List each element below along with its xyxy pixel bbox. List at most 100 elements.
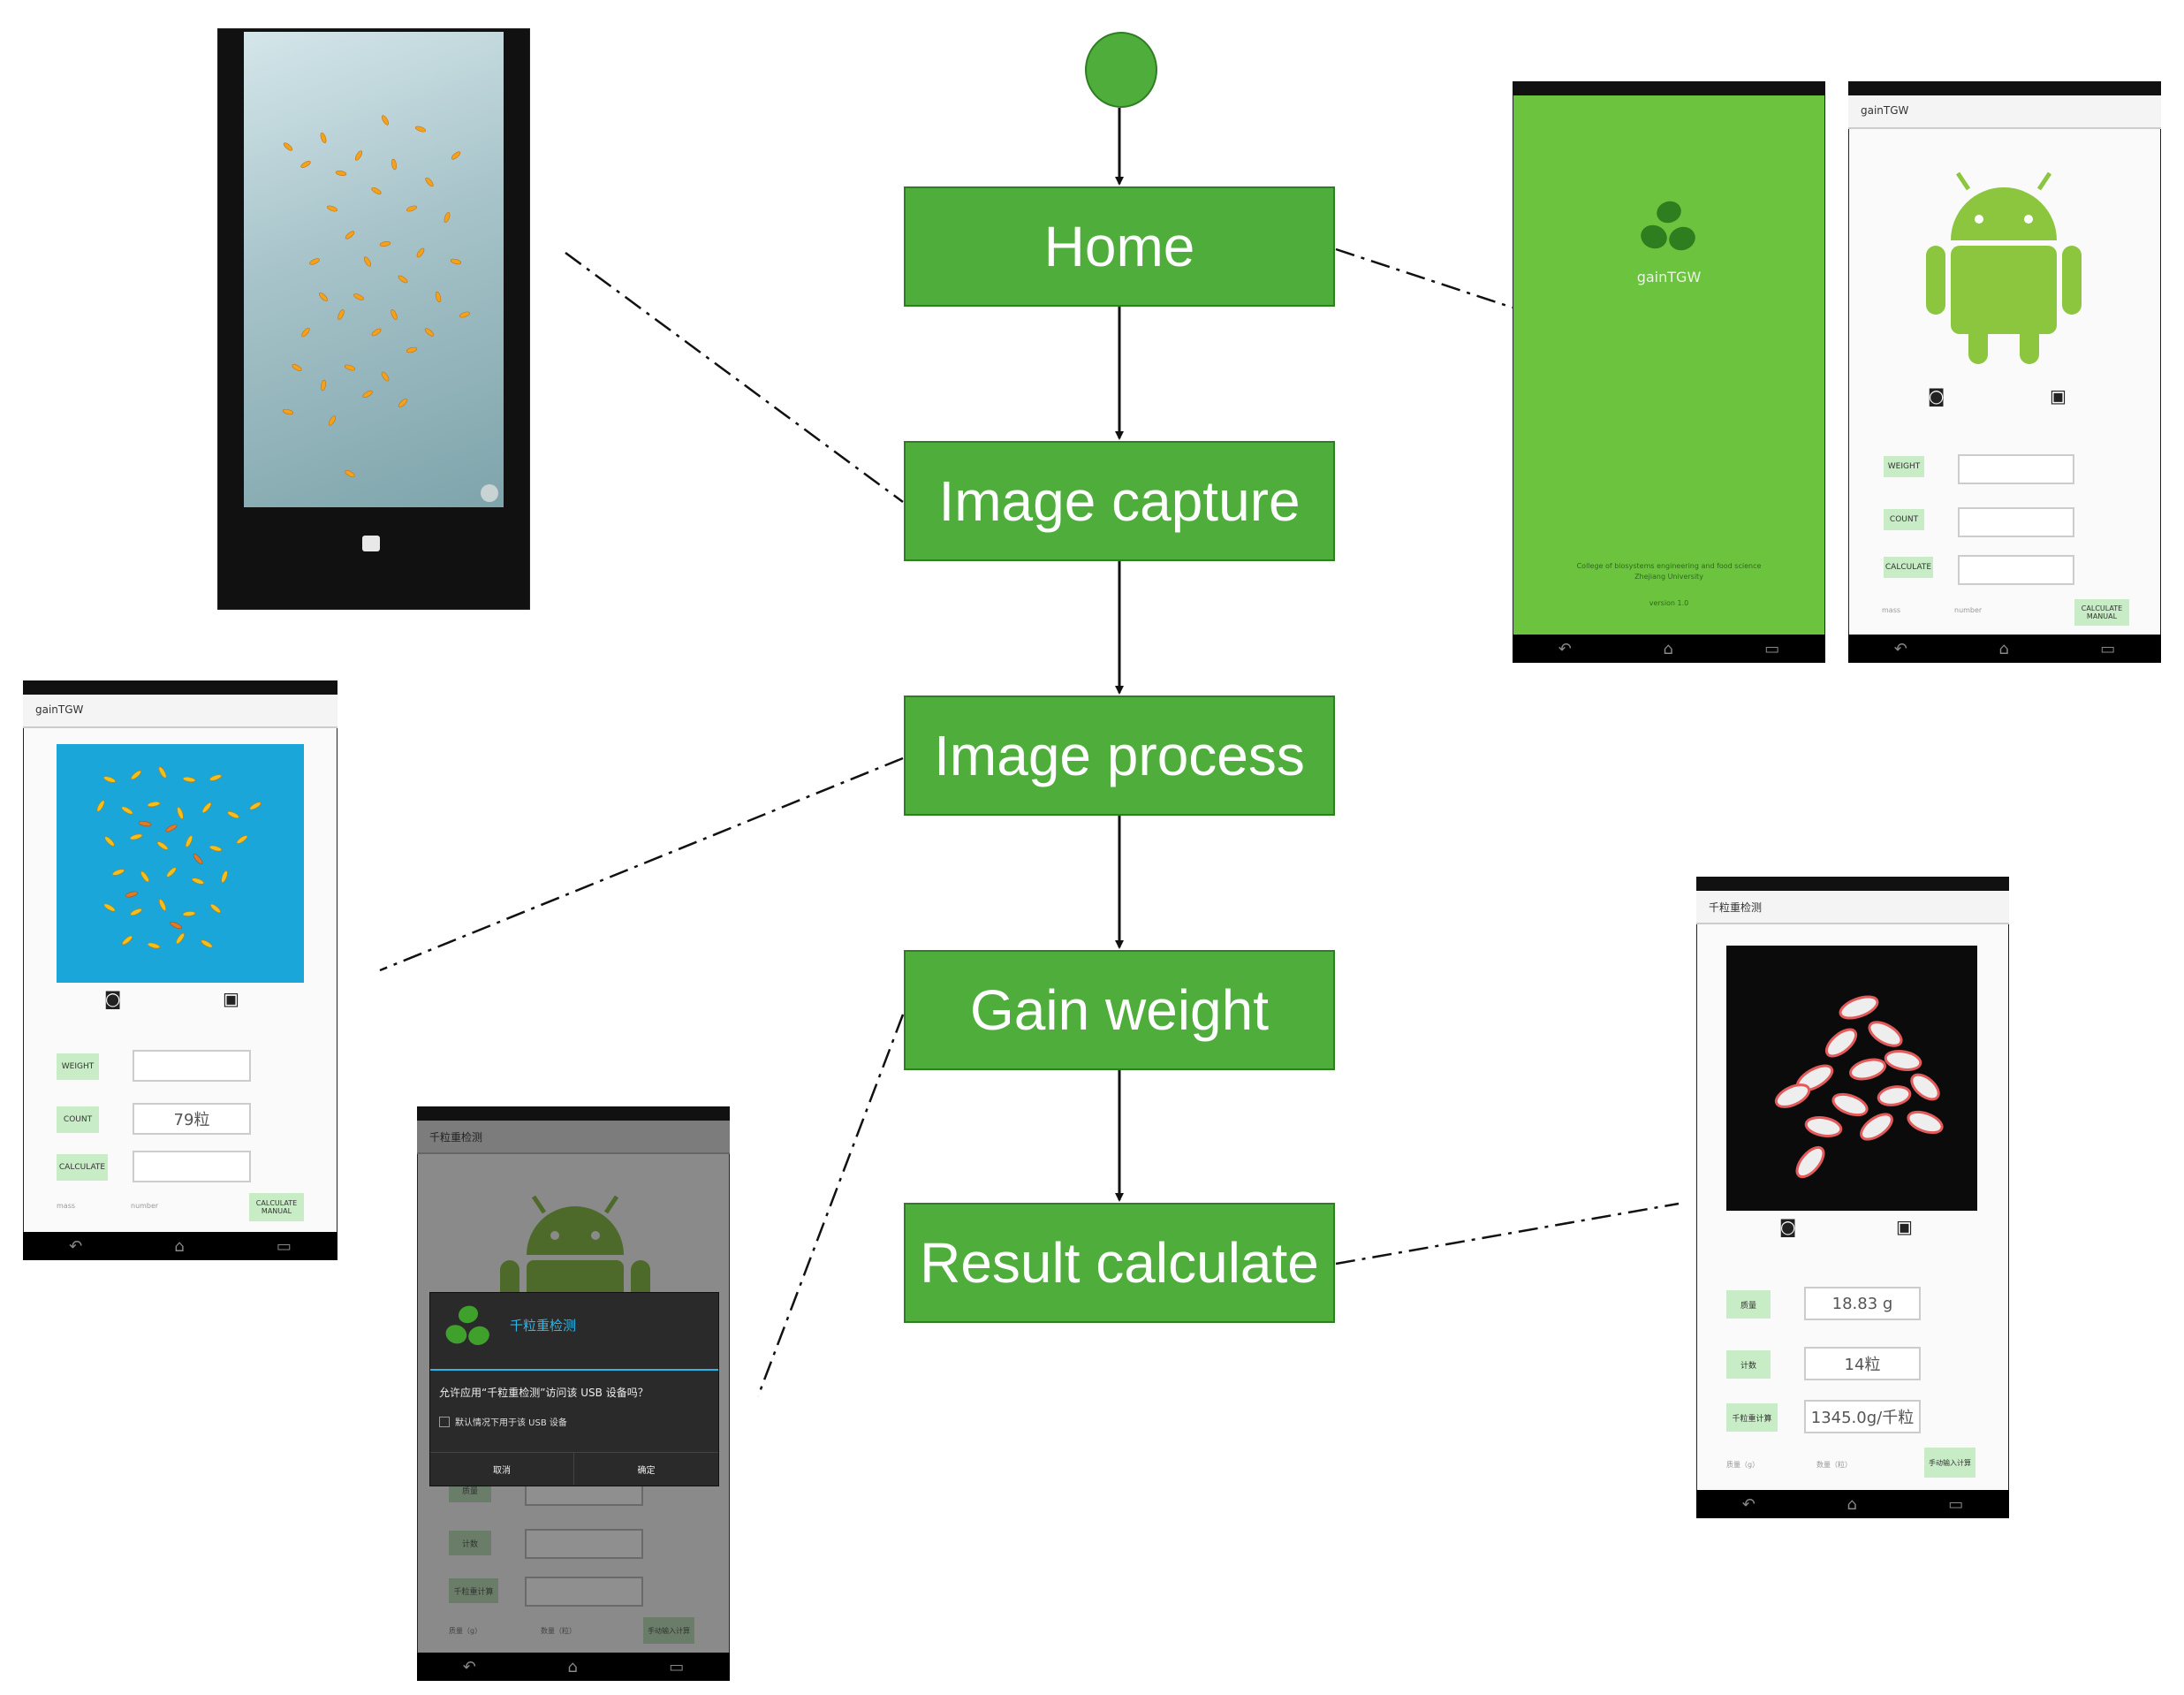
count-label: 计数 (449, 1531, 491, 1555)
calculate-manual-button[interactable]: CALCULATE MANUAL (2074, 599, 2129, 626)
mass-label: 质量（g） (1726, 1461, 1760, 1469)
camera-viewfinder (244, 32, 504, 507)
rice-grains-blue (96, 766, 262, 949)
step-gain-weight: Gain weight (904, 950, 1335, 1070)
camera-icon[interactable]: ◙ (1928, 385, 1945, 407)
mass-label: mass (1882, 606, 1901, 614)
weight-field[interactable] (133, 1050, 251, 1082)
recents-icon[interactable]: ▭ (276, 1236, 292, 1256)
calculate-field[interactable] (525, 1577, 643, 1607)
nav-bar: ↶ ⌂ ▭ (1696, 1490, 2009, 1518)
number-label: 数量（粒） (1816, 1461, 1852, 1469)
dialog-divider (430, 1369, 718, 1371)
app-title: gainTGW (23, 695, 337, 728)
weight-field[interactable]: 18.83 g (1804, 1287, 1921, 1320)
back-icon[interactable]: ↶ (1558, 639, 1572, 658)
count-field[interactable] (525, 1529, 643, 1559)
link-capture-camera (565, 251, 904, 504)
android-robot-icon (1926, 171, 2082, 364)
gallery-icon[interactable]: ▣ (2050, 385, 2066, 407)
number-label: number (1954, 606, 1983, 614)
app-title: 千粒重检测 (1696, 891, 2009, 924)
weight-field[interactable] (1958, 454, 2074, 484)
link-gain-dialog (756, 1014, 905, 1397)
link-process-screen (379, 756, 904, 972)
back-icon[interactable]: ↶ (1893, 639, 1907, 658)
dialog-title: 千粒重检测 (510, 1318, 577, 1334)
weight-label: WEIGHT (1884, 456, 1924, 477)
nav-bar: ↶ ⌂ ▭ (417, 1653, 730, 1681)
default-checkbox-label: 默认情况下用于该 USB 设备 (455, 1418, 567, 1428)
link-home-screens (1335, 247, 1513, 309)
shutter-icon[interactable] (362, 536, 380, 551)
usb-permission-dialog: 千粒重检测 允许应用“千粒重检测”访问该 USB 设备吗？ 默认情况下用于该 U… (429, 1292, 719, 1486)
count-field[interactable]: 79粒 (133, 1103, 251, 1135)
gallery-icon[interactable]: ▣ (1896, 1216, 1913, 1237)
number-label: 数量（粒） (541, 1627, 576, 1635)
usb-dialog-screenshot: 千粒重检测 质量 计数 千粒重计算 质量（g） 数量（粒） 手动输入计算 千粒重… (417, 1106, 730, 1681)
home-icon[interactable]: ⌂ (1998, 639, 2009, 658)
camera-screenshot (217, 28, 530, 610)
manual-calc-button[interactable]: 手动输入计算 (1924, 1448, 1975, 1478)
tgw-label: 千粒重计算 (1726, 1403, 1778, 1432)
start-node (1085, 32, 1157, 108)
recents-icon[interactable]: ▭ (669, 1657, 685, 1676)
home-icon[interactable]: ⌂ (1847, 1494, 1857, 1514)
mass-label: mass (57, 1202, 76, 1210)
calculate-field[interactable] (133, 1151, 251, 1182)
camera-icon[interactable]: ◙ (1779, 1216, 1797, 1237)
nav-bar: ↶ ⌂ ▭ (23, 1232, 337, 1260)
process-screenshot: gainTGW (23, 680, 337, 1260)
back-icon[interactable]: ↶ (462, 1657, 476, 1676)
dialog-message: 允许应用“千粒重检测”访问该 USB 设备吗？ (439, 1387, 648, 1399)
manual-calc-button[interactable]: 手动输入计算 (643, 1617, 694, 1644)
leaf-logo-icon (445, 1305, 489, 1345)
home-icon[interactable]: ⌂ (1663, 639, 1673, 658)
number-label: number (131, 1202, 159, 1210)
step-home: Home (904, 186, 1335, 307)
count-label: 计数 (1726, 1350, 1771, 1379)
back-icon[interactable]: ↶ (69, 1236, 83, 1256)
splash-footer-line1: College of biosystems engineering and fo… (1576, 562, 1762, 570)
recents-icon[interactable]: ▭ (1948, 1494, 1964, 1514)
count-label: COUNT (1884, 509, 1924, 530)
rice-grains-camera (282, 115, 498, 502)
status-bar (1513, 81, 1825, 95)
count-field[interactable]: 14粒 (1804, 1347, 1921, 1380)
home-icon[interactable]: ⌂ (174, 1236, 185, 1256)
nav-bar: ↶ ⌂ ▭ (1513, 635, 1825, 663)
splash-version: version 1.0 (1649, 599, 1689, 607)
link-result-screen (1335, 1202, 1680, 1266)
dialog-cancel-button[interactable]: 取消 (430, 1452, 574, 1485)
calculate-label: 千粒重计算 (449, 1578, 498, 1603)
calculate-field[interactable] (1958, 555, 2074, 585)
app-title: gainTGW (1848, 95, 2161, 129)
status-bar (23, 680, 337, 695)
recents-icon[interactable]: ▭ (1764, 639, 1780, 658)
home-icon[interactable]: ⌂ (567, 1657, 578, 1676)
weight-label: WEIGHT (57, 1053, 99, 1080)
count-field[interactable] (1958, 507, 2074, 537)
step-image-capture: Image capture (904, 441, 1335, 561)
default-checkbox[interactable] (439, 1417, 450, 1427)
tgw-field[interactable]: 1345.0g/千粒 (1804, 1400, 1921, 1433)
gallery-icon[interactable]: ▣ (223, 988, 239, 1009)
segmented-grains (1774, 995, 1944, 1179)
back-icon[interactable]: ↶ (1741, 1494, 1756, 1514)
splash-app-name: gainTGW (1636, 269, 1702, 285)
leaf-logo-icon (1641, 201, 1695, 251)
splash-screenshot: gainTGW College of biosystems engineerin… (1513, 81, 1825, 663)
rice-photo-black (1726, 946, 1977, 1211)
camera-icon[interactable]: ◙ (104, 988, 122, 1009)
calculate-manual-button[interactable]: CALCULATE MANUAL (249, 1193, 304, 1221)
dialog-ok-button[interactable]: 确定 (574, 1452, 718, 1485)
nav-bar: ↶ ⌂ ▭ (1848, 635, 2161, 663)
result-screenshot: 千粒重检测 ◙ ▣ 质量 18.83 g 计数 14粒 千粒 (1696, 877, 2009, 1518)
calculate-label: CALCULATE (57, 1154, 108, 1181)
android-robot-icon (500, 1195, 650, 1308)
home-screenshot: gainTGW ◙ ▣ WEIGHT COUNT CALCULATE mass … (1848, 81, 2161, 663)
app-title: 千粒重检测 (417, 1121, 730, 1154)
recents-icon[interactable]: ▭ (2100, 639, 2116, 658)
weight-label: 质量 (1726, 1290, 1771, 1319)
